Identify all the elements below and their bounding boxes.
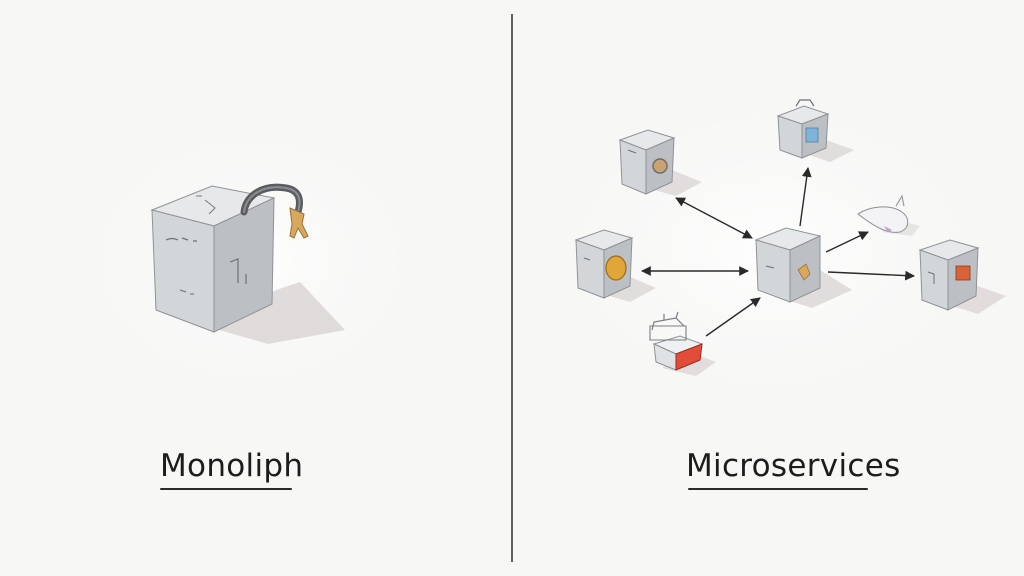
cable-plug-icon bbox=[240, 183, 309, 239]
printer-icon bbox=[649, 311, 716, 376]
service-arrows bbox=[641, 167, 915, 337]
monolith-marks-right bbox=[229, 258, 247, 284]
arrow-to-top bbox=[799, 167, 812, 227]
service-cube-left bbox=[574, 229, 656, 302]
monolith-top-marks bbox=[196, 195, 216, 215]
service-cube-top bbox=[776, 99, 854, 162]
monolith-cube bbox=[150, 185, 345, 344]
microservices-underline bbox=[688, 488, 868, 490]
arrow-to-right bbox=[827, 270, 915, 281]
service-cube-top-left bbox=[618, 129, 702, 196]
monolith-marks bbox=[165, 237, 197, 242]
monolith-right-face bbox=[213, 197, 275, 333]
monolith-lower-marks bbox=[179, 289, 194, 295]
monolith-caption: Monoliph bbox=[160, 448, 303, 490]
service-cube-right bbox=[918, 239, 1006, 314]
monolith-shadow bbox=[212, 282, 345, 344]
coin-icon bbox=[605, 255, 627, 281]
microservices-caption: Microservices bbox=[686, 448, 901, 490]
arrow-to-top-left bbox=[675, 197, 753, 239]
arrow-from-printer bbox=[705, 297, 761, 337]
arrow-to-bird bbox=[825, 231, 869, 253]
monolith-underline bbox=[160, 488, 292, 490]
service-cube-center bbox=[754, 227, 852, 308]
monolith-label: Monoliph bbox=[160, 448, 304, 484]
bird-icon bbox=[857, 194, 920, 236]
microservices-label: Microservices bbox=[686, 448, 901, 484]
